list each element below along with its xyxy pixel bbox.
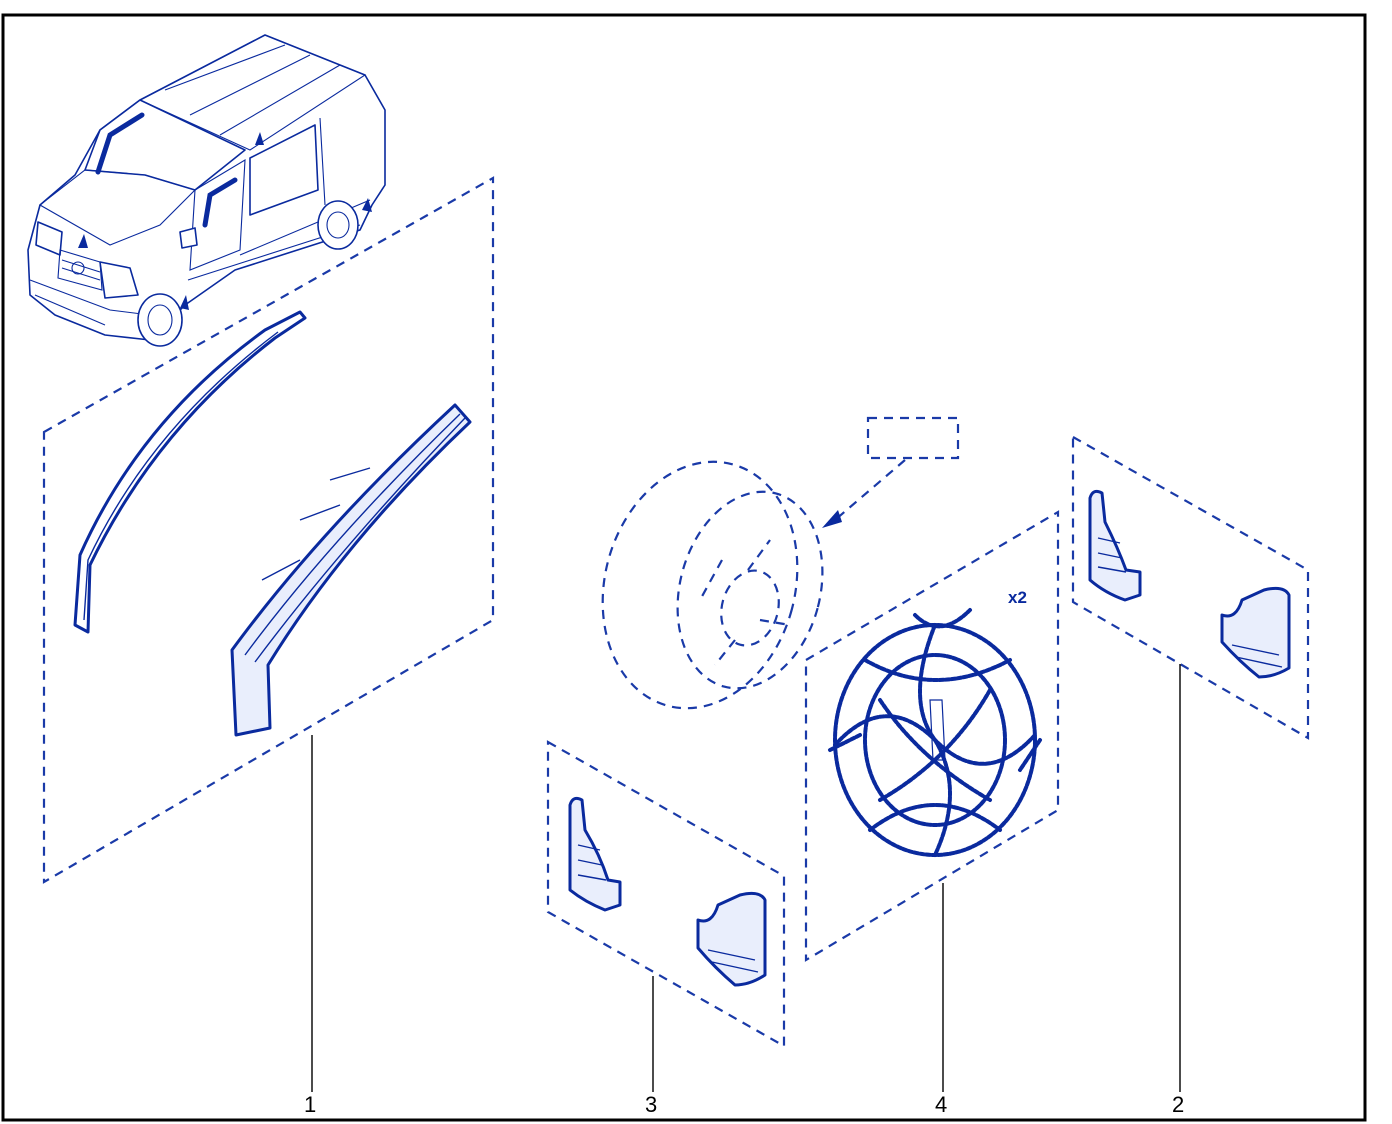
mud-flap-rear-right: [1220, 586, 1291, 679]
group-1-panel: [42, 176, 495, 884]
mud-flap-front-left: [568, 796, 622, 912]
snow-chains: [828, 608, 1042, 857]
callout-4: 4: [935, 1092, 947, 1117]
mud-flap-rear-left: [1088, 489, 1142, 602]
van-illustration: [27, 34, 386, 347]
group-2-panel: [1071, 435, 1310, 740]
callout-1: 1: [304, 1092, 316, 1117]
wheel-outline: [601, 416, 960, 710]
callout-2: 2: [1172, 1092, 1184, 1117]
group-4-panel: [804, 510, 1060, 962]
wind-deflector-right: [230, 403, 472, 737]
callout-3: 3: [645, 1092, 657, 1117]
mud-flap-front-right: [696, 891, 767, 987]
diagram-frame: [1, 13, 1367, 1122]
group-3-panel: [546, 740, 786, 1048]
label-placeholder-box: [866, 416, 960, 460]
wind-deflector-left: [73, 310, 307, 634]
quantity-note: x2: [1008, 588, 1027, 607]
